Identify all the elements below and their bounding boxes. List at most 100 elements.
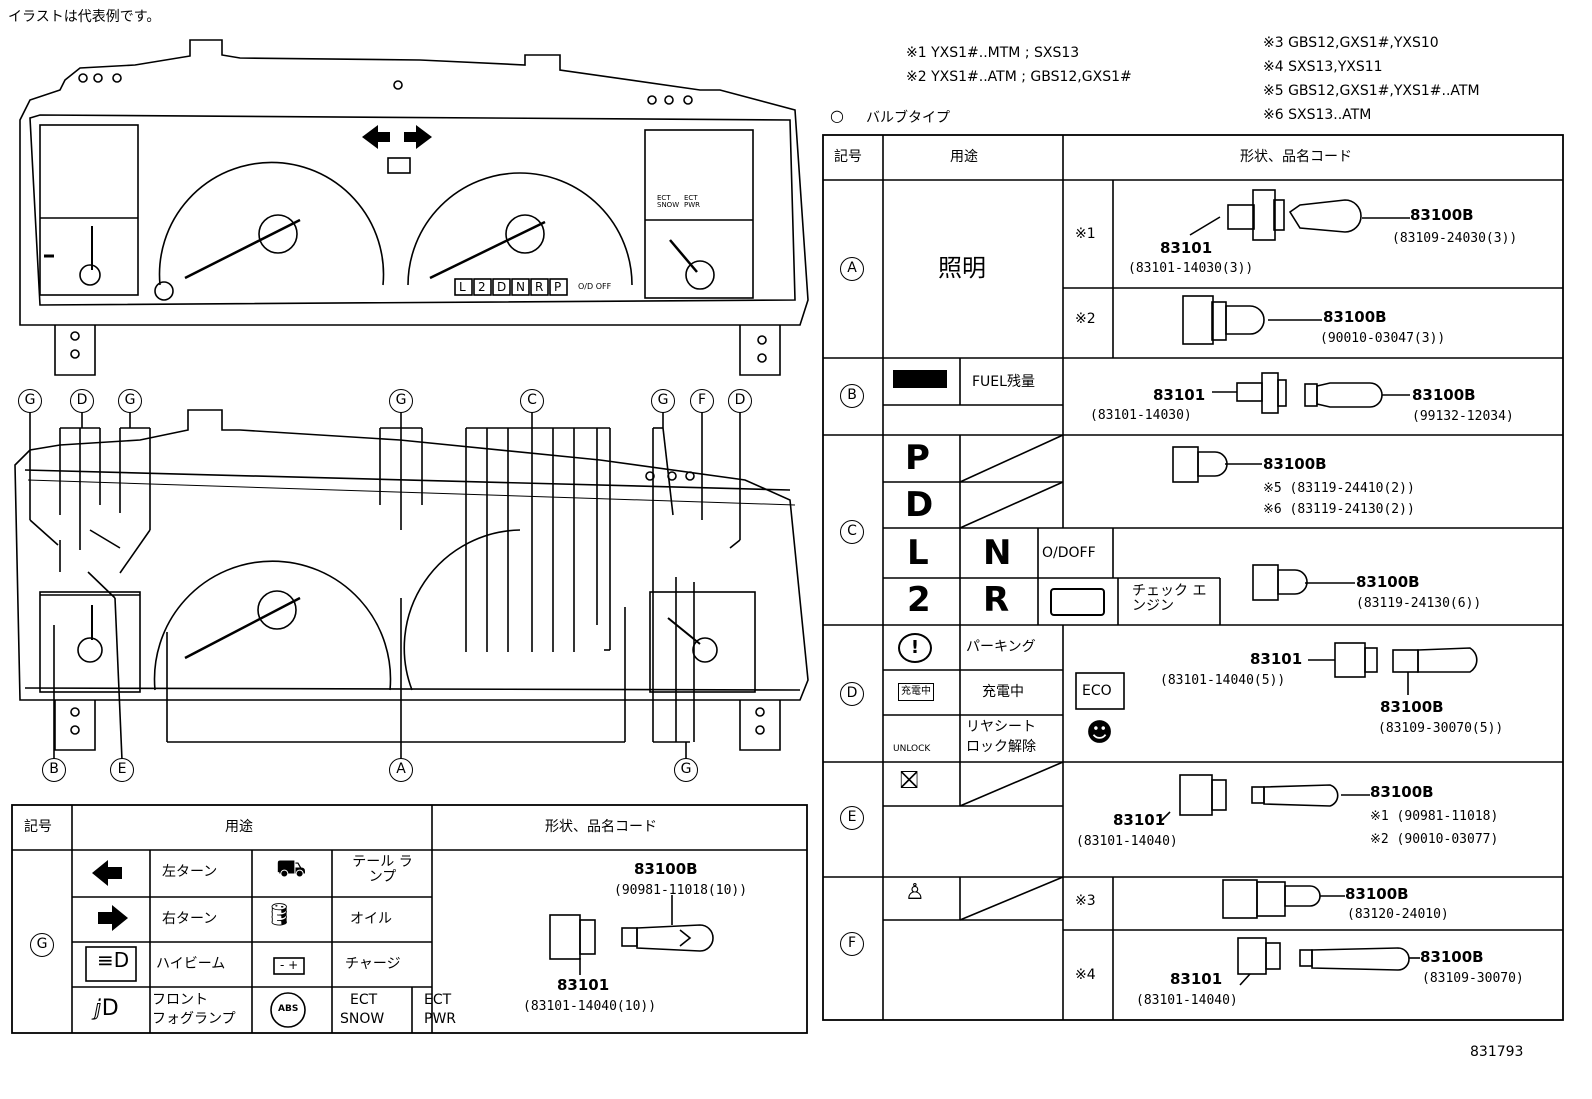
note-2: ※2 YXS1#..ATM ; GBS12,GXS1# <box>906 69 1132 85</box>
ect-pwr-indicator: ECT PWR <box>684 194 701 209</box>
unlock-label: UNLOCK <box>893 744 931 754</box>
seatbelt-icon: ♙ <box>905 880 925 905</box>
callout-g: G <box>118 389 142 413</box>
gear-p: P <box>554 280 562 294</box>
callout-d: D <box>70 389 94 413</box>
row-g-part1: 83101 <box>557 976 610 994</box>
row-g-charge: チャージ <box>345 956 401 972</box>
row-b-part2-code: (99132-12034) <box>1412 409 1514 424</box>
callout-g: G <box>18 389 42 413</box>
tail-lamp-icon: ⛟ <box>276 854 307 882</box>
row-g-ect-pwr-b: PWR <box>424 1011 457 1027</box>
abs-icon: ABS <box>278 1004 299 1014</box>
row-c-r: R <box>983 580 1010 620</box>
callout-c: C <box>520 389 544 413</box>
row-e-part2-code1: ※1 (90981-11018) <box>1370 809 1499 824</box>
row-e-part2-code2: ※2 (90010-03077) <box>1370 832 1499 847</box>
row-f-m4-part2-code: (83109-30070) <box>1422 971 1524 986</box>
row-e-part1-code: (83101-14040) <box>1076 834 1178 849</box>
row-a-m1-part1-code: (83101-14030(3)) <box>1128 261 1254 276</box>
row-a-m2-part2-code: (90010-03047(3)) <box>1320 331 1446 346</box>
charging-icon: 充電中 <box>898 683 934 701</box>
note-3: ※3 GBS12,GXS1#,YXS10 <box>1263 35 1439 51</box>
row-b-part2: 83100B <box>1412 386 1476 404</box>
row-g-ect-snow-a: ECT <box>350 992 378 1008</box>
callout-d: D <box>728 389 752 413</box>
row-g-tail-lamp: テール ランプ <box>352 854 413 886</box>
row-d-part2-code: (83109-30070(5)) <box>1378 721 1504 736</box>
row-b-use: FUEL残量 <box>972 374 1035 390</box>
callout-a: A <box>389 758 413 782</box>
row-d-part1: 83101 <box>1250 650 1303 668</box>
row-a-m1-part2-code: (83109-24030(3)) <box>1392 231 1518 246</box>
row-c-code: C <box>840 520 864 544</box>
parking-brake-icon: ! <box>898 633 932 663</box>
note-6: ※6 SXS13..ATM <box>1263 107 1372 123</box>
note-4: ※4 SXS13,YXS11 <box>1263 59 1383 75</box>
row-g-code: G <box>30 933 54 957</box>
row-c-part-b: 83100B <box>1356 573 1420 591</box>
gear-d: D <box>497 280 507 294</box>
note-1: ※1 YXS1#..MTM ; SXS13 <box>906 45 1080 61</box>
row-e-part1: 83101 <box>1113 811 1166 829</box>
row-g-high-beam: ハイビーム <box>156 956 226 972</box>
row-f-m4-part1: 83101 <box>1170 970 1223 988</box>
row-d-part2: 83100B <box>1380 698 1444 716</box>
row-f-m4-part1-code: (83101-14040) <box>1136 993 1238 1008</box>
row-d-charging: 充電中 <box>982 684 1024 700</box>
row-g-ect-pwr-a: ECT <box>424 992 452 1008</box>
callout-g: G <box>389 389 413 413</box>
header-code: 記号 <box>834 149 862 165</box>
row-f-code: F <box>840 932 864 956</box>
gear-r: R <box>535 280 544 294</box>
bottom-header-code: 記号 <box>24 819 52 835</box>
row-a-code: A <box>840 257 864 281</box>
oil-icon: 🛢 <box>265 903 293 928</box>
row-c-part-a: 83100B <box>1263 455 1327 473</box>
row-e-part2: 83100B <box>1370 783 1434 801</box>
row-f-m3-part: 83100B <box>1345 885 1409 903</box>
row-c-part-b-code: (83119-24130(6)) <box>1356 596 1482 611</box>
row-g-part2-code: (90981-11018(10)) <box>614 883 748 898</box>
row-a-use: 照明 <box>938 254 986 282</box>
row-c-2: 2 <box>907 580 931 620</box>
bulb-type-title: バルブタイプ <box>866 110 950 126</box>
row-a-m1-part2: 83100B <box>1410 206 1474 224</box>
high-beam-icon: ≡D <box>97 948 130 972</box>
row-b-part1-code: (83101-14030) <box>1090 408 1192 423</box>
row-d-lock-release: ロック解除 <box>966 739 1036 755</box>
fog-lamp-icon: ⅉD <box>94 996 119 1021</box>
airbag-icon: ☻ <box>1086 718 1114 748</box>
row-f-m4: ※4 <box>1075 967 1096 983</box>
row-a-m1-part1: 83101 <box>1160 239 1213 257</box>
gear-l: L <box>459 280 466 294</box>
door-ajar-icon: ⛝ <box>900 766 919 794</box>
bottom-header-use: 用途 <box>225 819 253 835</box>
illustration-note: イラストは代表例です。 <box>8 9 161 25</box>
row-g-oil: オイル <box>350 911 392 927</box>
row-f-m3-part-code: (83120-24010) <box>1347 907 1449 922</box>
row-g-front: フロント <box>152 992 208 1008</box>
row-g-part2: 83100B <box>634 860 698 878</box>
row-g-part1-code: (83101-14040(10)) <box>523 999 657 1014</box>
row-c-d: D <box>905 485 934 525</box>
row-d-code: D <box>840 682 864 706</box>
row-g-left-turn: 左ターン <box>162 864 218 880</box>
header-shape: 形状、品名コード <box>1240 149 1352 165</box>
header-use: 用途 <box>950 149 978 165</box>
bulb-type-mark: ○ <box>830 106 844 125</box>
row-a-m2-part2: 83100B <box>1323 308 1387 326</box>
row-c-check-engine: チェック エンジン <box>1132 583 1207 615</box>
gear-2: 2 <box>478 280 486 294</box>
od-off-indicator: O/D OFF <box>578 282 612 291</box>
ect-snow-indicator: ECT SNOW <box>657 194 680 209</box>
row-d-parking: パーキング <box>966 639 1036 655</box>
row-g-fog-lamp: フォグランプ <box>152 1011 236 1027</box>
row-c-l: L <box>907 533 929 573</box>
eco-indicator: ECO <box>1082 683 1112 699</box>
callout-e: E <box>110 758 134 782</box>
callout-g: G <box>674 758 698 782</box>
row-c-part-a-code2: ※6 (83119-24130(2)) <box>1263 502 1415 517</box>
note-5: ※5 GBS12,GXS1#,YXS1#..ATM <box>1263 83 1480 99</box>
